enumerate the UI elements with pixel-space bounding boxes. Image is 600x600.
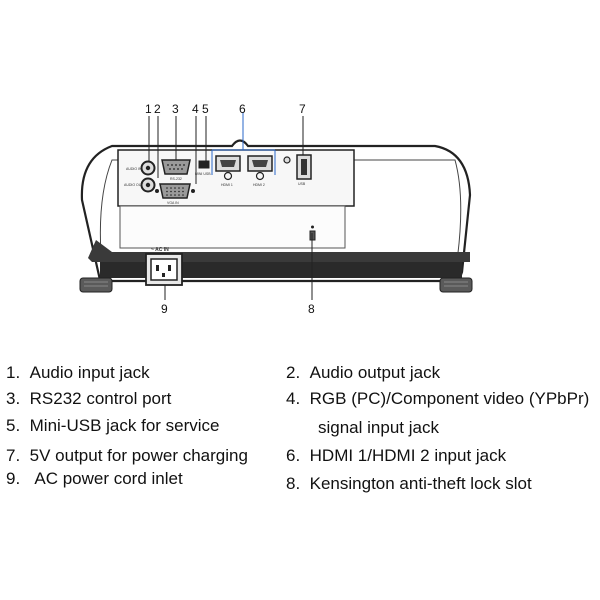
legend-item-3: 3. RS232 control port bbox=[6, 389, 171, 409]
hdmi1-port bbox=[220, 160, 236, 167]
hdmi2-label: HDMI 2 bbox=[253, 183, 265, 187]
rs232-label: RS-232 bbox=[170, 177, 182, 181]
rs232-port bbox=[161, 159, 191, 175]
lower-panel bbox=[119, 205, 346, 249]
legend-item-4: 4. RGB (PC)/Component video (YPbPr) bbox=[286, 389, 589, 409]
legend-text: signal input jack bbox=[318, 418, 439, 437]
hdmi1-label: HDMI 1 bbox=[221, 183, 233, 187]
legend-item-7: 7. 5V output for power charging bbox=[6, 446, 248, 466]
legend-text: AC power cord inlet bbox=[34, 469, 183, 488]
legend-num: 1. bbox=[6, 363, 21, 382]
legend-item-6: 6. HDMI 1/HDMI 2 input jack bbox=[286, 446, 506, 466]
legend-item-9: 9. AC power cord inlet bbox=[6, 469, 183, 489]
callout-1: 1 bbox=[145, 102, 152, 116]
legend-text: Mini-USB jack for service bbox=[29, 416, 220, 435]
audio-out-label: AUDIO OUT bbox=[124, 183, 144, 187]
legend-text: HDMI 1/HDMI 2 input jack bbox=[309, 446, 507, 465]
left-foot bbox=[79, 277, 113, 293]
projector-bottom-lip bbox=[88, 240, 470, 262]
callout-3: 3 bbox=[172, 102, 179, 116]
power-label: ~ AC IN bbox=[151, 247, 169, 253]
callout-9: 9 bbox=[161, 302, 168, 316]
legend-item-8: 8. Kensington anti-theft lock slot bbox=[286, 474, 532, 494]
callout-4: 4 bbox=[192, 102, 199, 116]
callout-6: 6 bbox=[239, 102, 246, 116]
usb-label: USB bbox=[298, 182, 306, 186]
legend-item-2: 2. Audio output jack bbox=[286, 363, 440, 383]
indicator-screw bbox=[283, 156, 291, 164]
legend-text: Kensington anti-theft lock slot bbox=[309, 474, 532, 493]
callout-8: 8 bbox=[308, 302, 315, 316]
callout-7: 7 bbox=[299, 102, 306, 116]
audio-in-label: AUDIO IN bbox=[126, 167, 142, 171]
legend-item-4-cont: signal input jack bbox=[318, 418, 439, 438]
legend-text: 5V output for power charging bbox=[29, 446, 248, 465]
legend-num: 2. bbox=[286, 363, 301, 382]
legend-item-5: 5. Mini-USB jack for service bbox=[6, 416, 220, 436]
legend-num: 4. bbox=[286, 389, 301, 408]
legend-num: 9. bbox=[6, 469, 21, 488]
legend-num: 5. bbox=[6, 416, 21, 435]
legend-num: 6. bbox=[286, 446, 301, 465]
legend-num: 7. bbox=[6, 446, 21, 465]
usb-port bbox=[301, 159, 307, 175]
hdmi2-port bbox=[252, 160, 268, 167]
callout-5: 5 bbox=[202, 102, 209, 116]
legend-item-1: 1. Audio input jack bbox=[6, 363, 150, 383]
vga-label: VGA IN bbox=[167, 201, 179, 205]
legend-num: 3. bbox=[6, 389, 21, 408]
legend-text: Audio output jack bbox=[309, 363, 441, 382]
legend-text: RGB (PC)/Component video (YPbPr) bbox=[309, 389, 590, 408]
projector-rear-diagram: AUDIO IN AUDIO OUT RS-232 VGA IN MINI US… bbox=[79, 102, 473, 316]
legend-text: Audio input jack bbox=[29, 363, 150, 382]
mini-usb-label: MINI USB bbox=[195, 172, 211, 176]
callout-2: 2 bbox=[154, 102, 161, 116]
right-foot bbox=[439, 277, 473, 293]
legend-num: 8. bbox=[286, 474, 301, 493]
legend-text: RS232 control port bbox=[29, 389, 172, 408]
projector-base bbox=[100, 262, 462, 278]
projector-inner-outline bbox=[99, 159, 462, 269]
mini-usb-port bbox=[198, 160, 210, 169]
